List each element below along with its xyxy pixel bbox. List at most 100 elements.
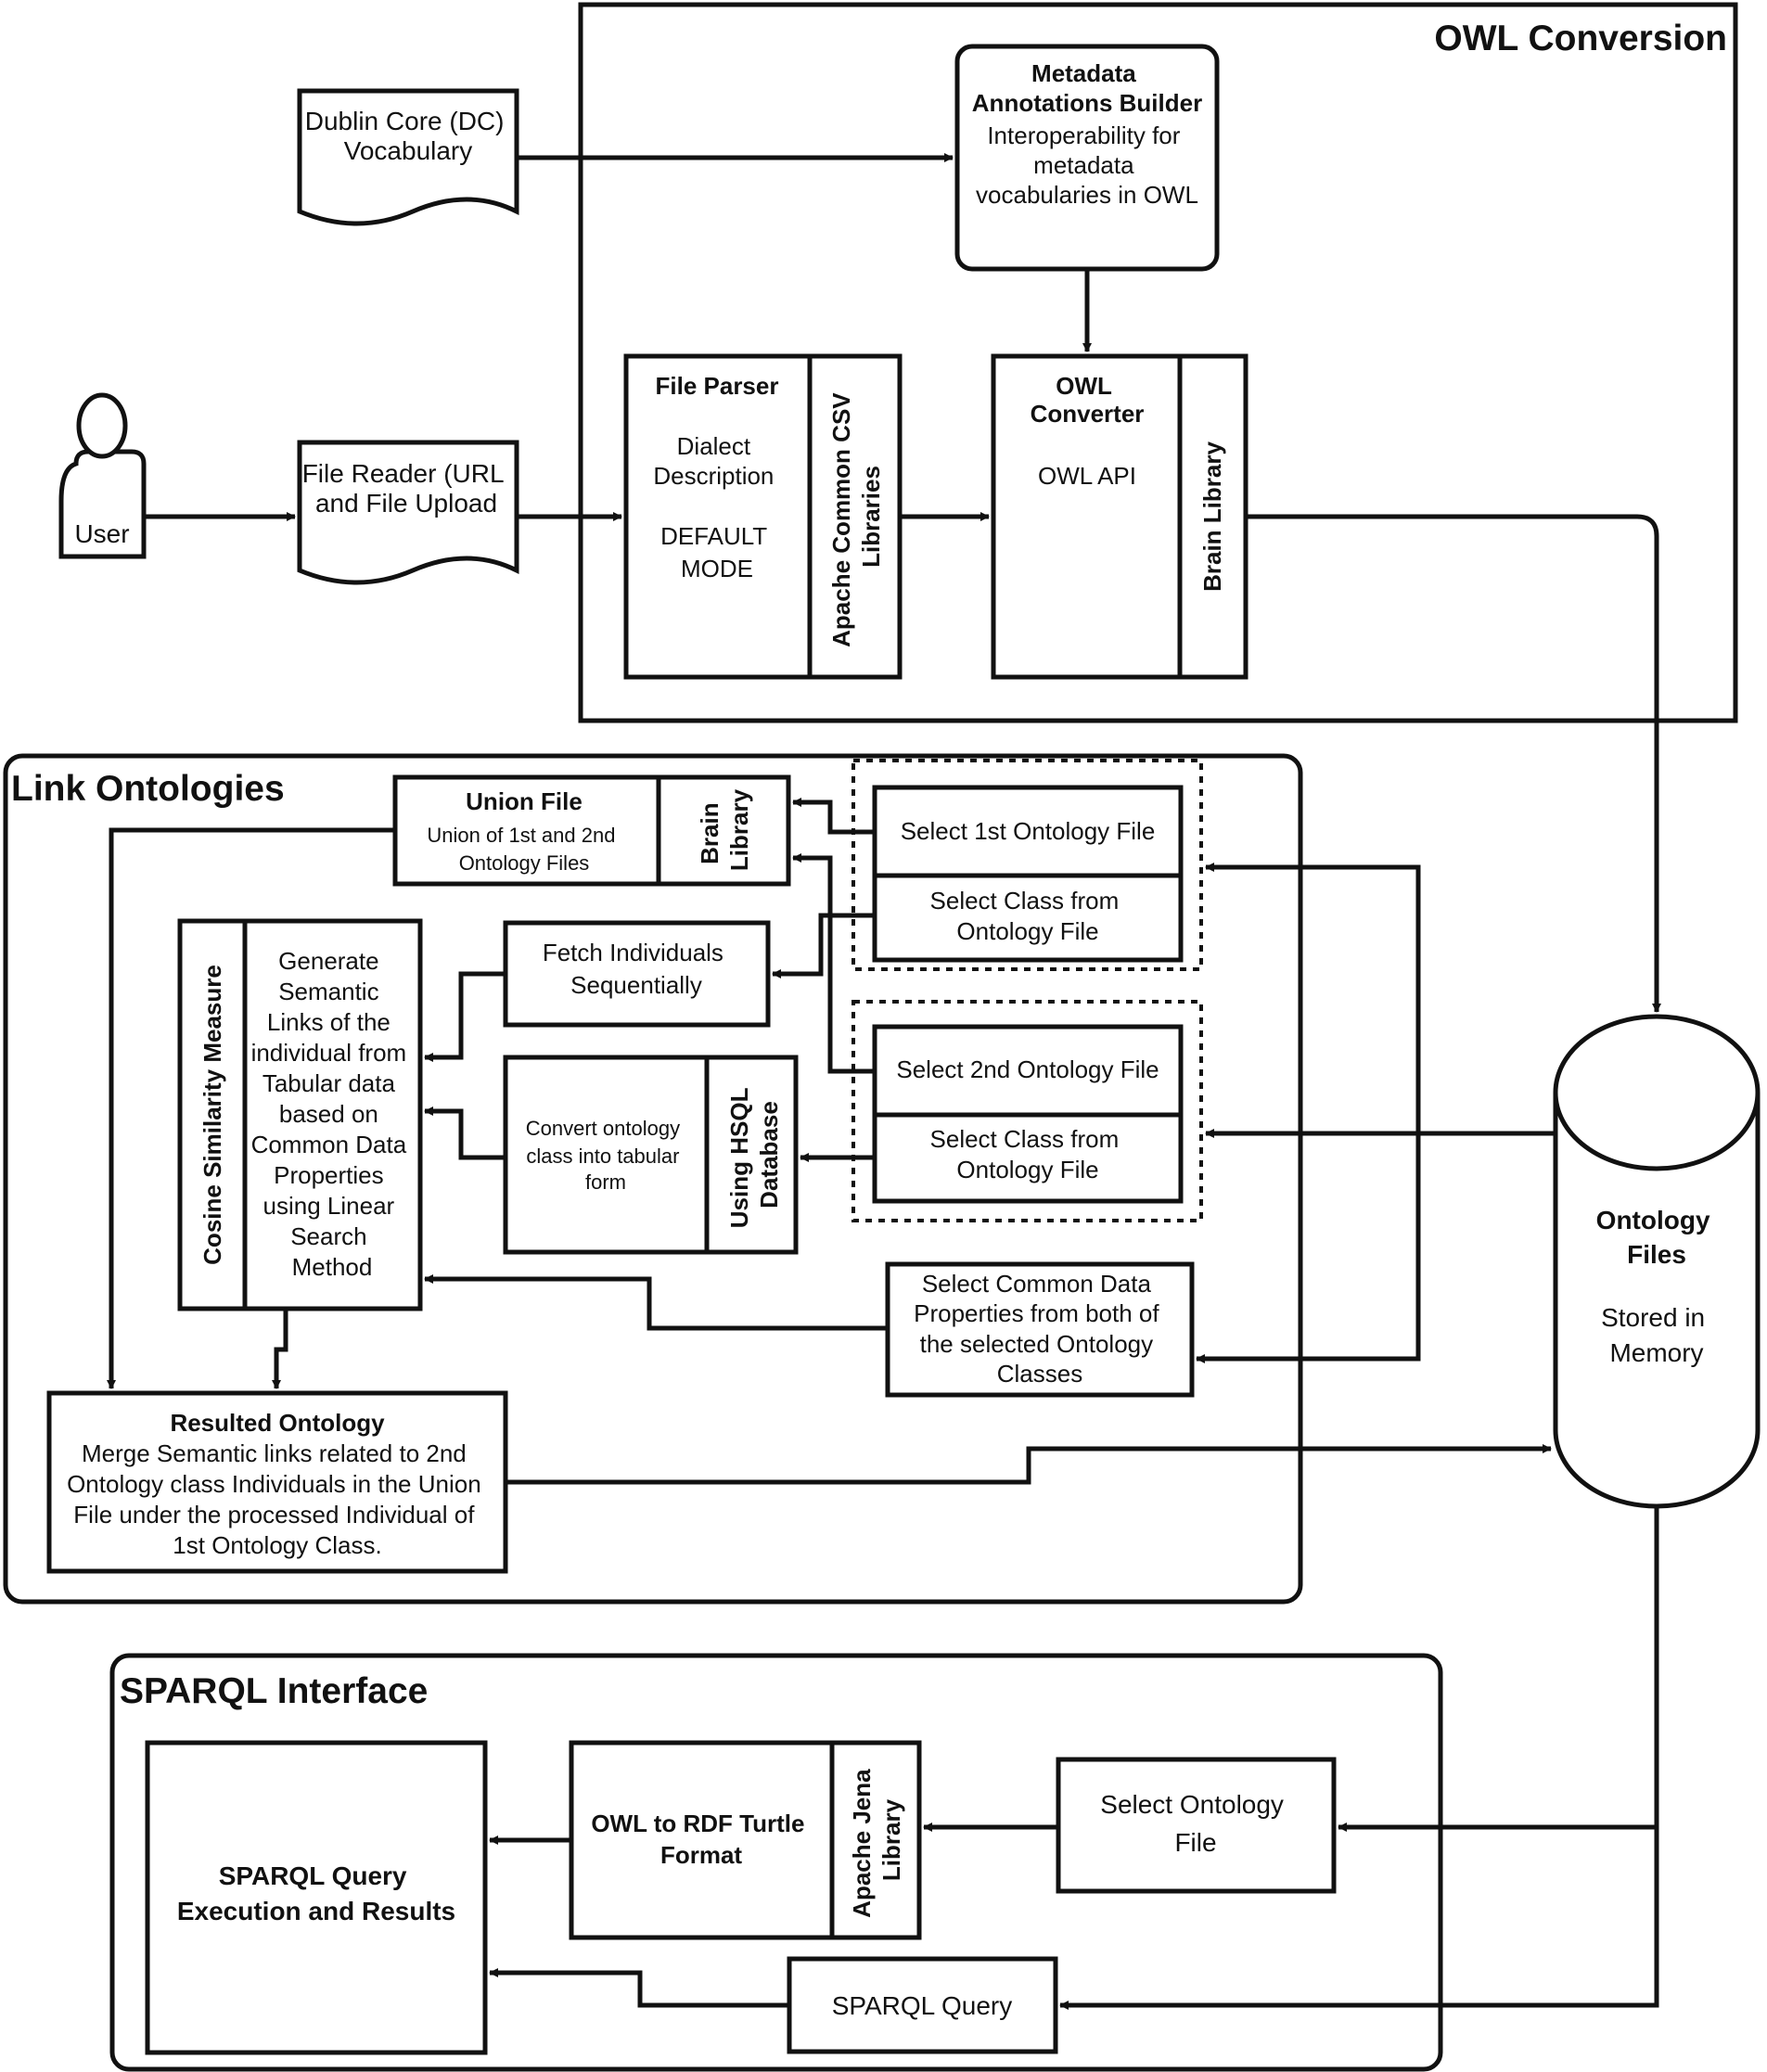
owl-conversion-panel (578, 2, 1738, 723)
svg-text:Select Class from Ontolo: Select Class from Ontology File (930, 1125, 1126, 1183)
svg-text:Select Ontology File: Select Ontology File (1100, 1790, 1290, 1857)
turtle-line-1: OWL to RDF Turtle (591, 1810, 804, 1837)
first-ontology-group (851, 759, 1203, 971)
sparql-interface-panel (109, 1653, 1443, 2072)
select-1st-ontology-label: Select 1st Ontology File (901, 817, 1156, 845)
hsql-database-label: Using HSQL Database (725, 1081, 783, 1228)
sparql-execution-line-2: Execution and Results (177, 1897, 455, 1925)
select-ontology-file-line-2: File (1174, 1828, 1216, 1857)
svg-text:Merge Semantic links related t: Merge Semantic links related to 2nd Onto… (67, 1439, 488, 1559)
select-ontology-file-box: Select Ontology File (1056, 1757, 1337, 1894)
metadata-builder-body-3: vocabularies in OWL (976, 181, 1198, 209)
brain-library-label: Brain Library (1198, 441, 1226, 592)
svg-text:Union of 1st and 2nd Ont: Union of 1st and 2nd Ontology Files (427, 824, 621, 875)
arrow-generate-to-resulted (272, 1309, 288, 1389)
arrow-converter-to-store (1246, 514, 1661, 1013)
arrow-union-to-resulted (107, 827, 395, 1389)
arrow-store-to-select-ontology (1338, 1506, 1659, 1832)
owl-converter-box: OWL Converter OWL API Brain Library (991, 353, 1248, 680)
file-parser-title: File Parser (656, 372, 779, 400)
file-parser-mode-1: DEFAULT (660, 522, 767, 550)
metadata-builder-body-2: metadata (1033, 151, 1134, 179)
link-ontologies-panel (3, 753, 1303, 1605)
fetch-line-2: Sequentially (570, 971, 702, 999)
sparql-query-label: SPARQL Query (832, 1991, 1013, 2020)
union-file-title: Union File (466, 787, 583, 815)
metadata-builder-body-1: Interoperability for (987, 122, 1180, 149)
ontology-files-title-2: Files (1627, 1240, 1686, 1269)
svg-text:SPARQL Query Execution a: SPARQL Query Execution and Results (177, 1861, 455, 1925)
arrow-query-to-execution (489, 1968, 789, 2008)
file-parser-body-2: Description (653, 462, 774, 490)
file-parser-body-1: Dialect (677, 432, 751, 460)
svg-text:Stored in Memory: Stored in Memory (1601, 1303, 1712, 1367)
convert-line-3: form (585, 1170, 626, 1194)
fetch-individuals-box: Fetch Individuals Sequentially (503, 920, 771, 1028)
owl-converter-title-1: OWL (1056, 372, 1112, 400)
link-ontologies-title: Link Ontologies (11, 769, 285, 809)
svg-text:Select Common Data Prope: Select Common Data Properties from both … (914, 1270, 1166, 1388)
svg-text:Convert ontology class i: Convert ontology class into tabular form (526, 1117, 685, 1194)
user-actor: User (58, 392, 147, 559)
user-label: User (74, 519, 129, 548)
ontology-files-title-1: Ontology (1596, 1206, 1710, 1234)
file-parser-mode-2: MODE (681, 555, 753, 582)
arrow-store-to-select-1st (1205, 863, 1421, 1359)
cosine-similarity-label: Cosine Similarity Measure (198, 965, 226, 1265)
convert-line-2: class into tabular (526, 1145, 679, 1168)
dublin-core-line-2: Vocabulary (344, 136, 473, 165)
svg-text:OWL Converter: OWL Converter (1031, 372, 1145, 428)
arrow-select-2nd-to-union (792, 853, 875, 1074)
sparql-execution-box: SPARQL Query Execution and Results (145, 1740, 488, 2055)
arrow-store-to-common-props (1196, 867, 1421, 1363)
file-parser-box: File Parser Dialect Description DEFAULT … (623, 353, 903, 680)
svg-text:Select Class from Ontolo: Select Class from Ontology File (930, 887, 1126, 945)
select-1st-ontology-file: Select 1st Ontology File (872, 785, 1184, 878)
select-2nd-ontology-label: Select 2nd Ontology File (896, 1055, 1159, 1083)
resulted-ontology-box: Resulted Ontology Merge Semantic links r… (46, 1390, 508, 1574)
file-reader-doc: File Reader (URL and File Upload (297, 440, 519, 585)
select-2nd-ontology-file: Select 2nd Ontology File (872, 1024, 1184, 1118)
convert-ontology-box: Convert ontology class into tabular form… (503, 1055, 799, 1255)
svg-text:Dialect Description: Dialect Description DEFAULT MODE (653, 432, 780, 582)
union-file-body-1: Union of 1st and 2nd (427, 824, 615, 847)
dublin-core-vocabulary-doc: Dublin Core (DC) Vocabulary (297, 88, 519, 226)
sparql-execution-line-1: SPARQL Query (219, 1861, 407, 1890)
resulted-ontology-title: Resulted Ontology (170, 1409, 385, 1437)
file-reader-line-2: and File Upload (315, 489, 497, 518)
ontology-files-body-2: Memory (1609, 1338, 1703, 1367)
select-class-1-line-2: Ontology File (956, 917, 1098, 945)
generate-links-text: Generate Semantic Links of the individua… (251, 947, 414, 1281)
select-common-data-properties-box: Select Common Data Properties from both … (885, 1261, 1195, 1398)
select-class-1-line-1: Select Class from (930, 887, 1120, 914)
ontology-files-store: Ontology Files Stored in Memory (1553, 1014, 1761, 1509)
union-file-box: Union File Union of 1st and 2nd Ontology… (392, 774, 791, 887)
arrow-class1-to-fetch (772, 913, 875, 978)
metadata-builder-title-1: Metadata (1031, 59, 1136, 87)
metadata-builder-title-2: Annotations Builder (972, 89, 1202, 117)
ontology-files-body-1: Stored in (1601, 1303, 1705, 1332)
owl-converter-title-2: Converter (1031, 400, 1145, 428)
owl-to-rdf-turtle-box: OWL to RDF Turtle Format Apache Jena Lib… (569, 1740, 922, 1940)
svg-text:Metadata Annotations Bui: Metadata Annotations Builder (972, 59, 1202, 117)
user-head-icon (76, 392, 128, 459)
select-ontology-file-line-1: Select Ontology (1100, 1790, 1284, 1819)
metadata-annotations-builder-box: Metadata Annotations Builder Interoperab… (954, 44, 1220, 272)
arrow-store-to-sparql-query (1059, 1827, 1659, 2010)
select-class-1-box: Select Class from Ontology File (872, 873, 1184, 963)
resulted-body-3: File under the processed Individual of (73, 1501, 475, 1528)
turtle-line-2: Format (660, 1841, 742, 1869)
resulted-body-1: Merge Semantic links related to 2nd (82, 1439, 467, 1467)
arrow-fetch-to-generate (424, 971, 506, 1062)
svg-text:Interoperability for met: Interoperability for metadata vocabulari… (976, 122, 1198, 209)
dublin-core-line-1: Dublin Core (DC) (305, 107, 505, 135)
common-props-line-1: Select Common Data (922, 1270, 1152, 1298)
resulted-body-2: Ontology class Individuals in the Union (67, 1470, 481, 1498)
arrow-common-props-to-generate (424, 1274, 888, 1331)
union-file-body-2: Ontology Files (459, 851, 590, 875)
second-ontology-group (851, 1000, 1203, 1222)
svg-text:File Reader (URL and Fil: File Reader (URL and File Upload (302, 459, 511, 518)
owl-api-label: OWL API (1038, 462, 1136, 490)
apache-csv-library-label: Apache Common CSV Libraries (827, 386, 885, 647)
arrow-convert-to-generate (424, 1106, 506, 1160)
